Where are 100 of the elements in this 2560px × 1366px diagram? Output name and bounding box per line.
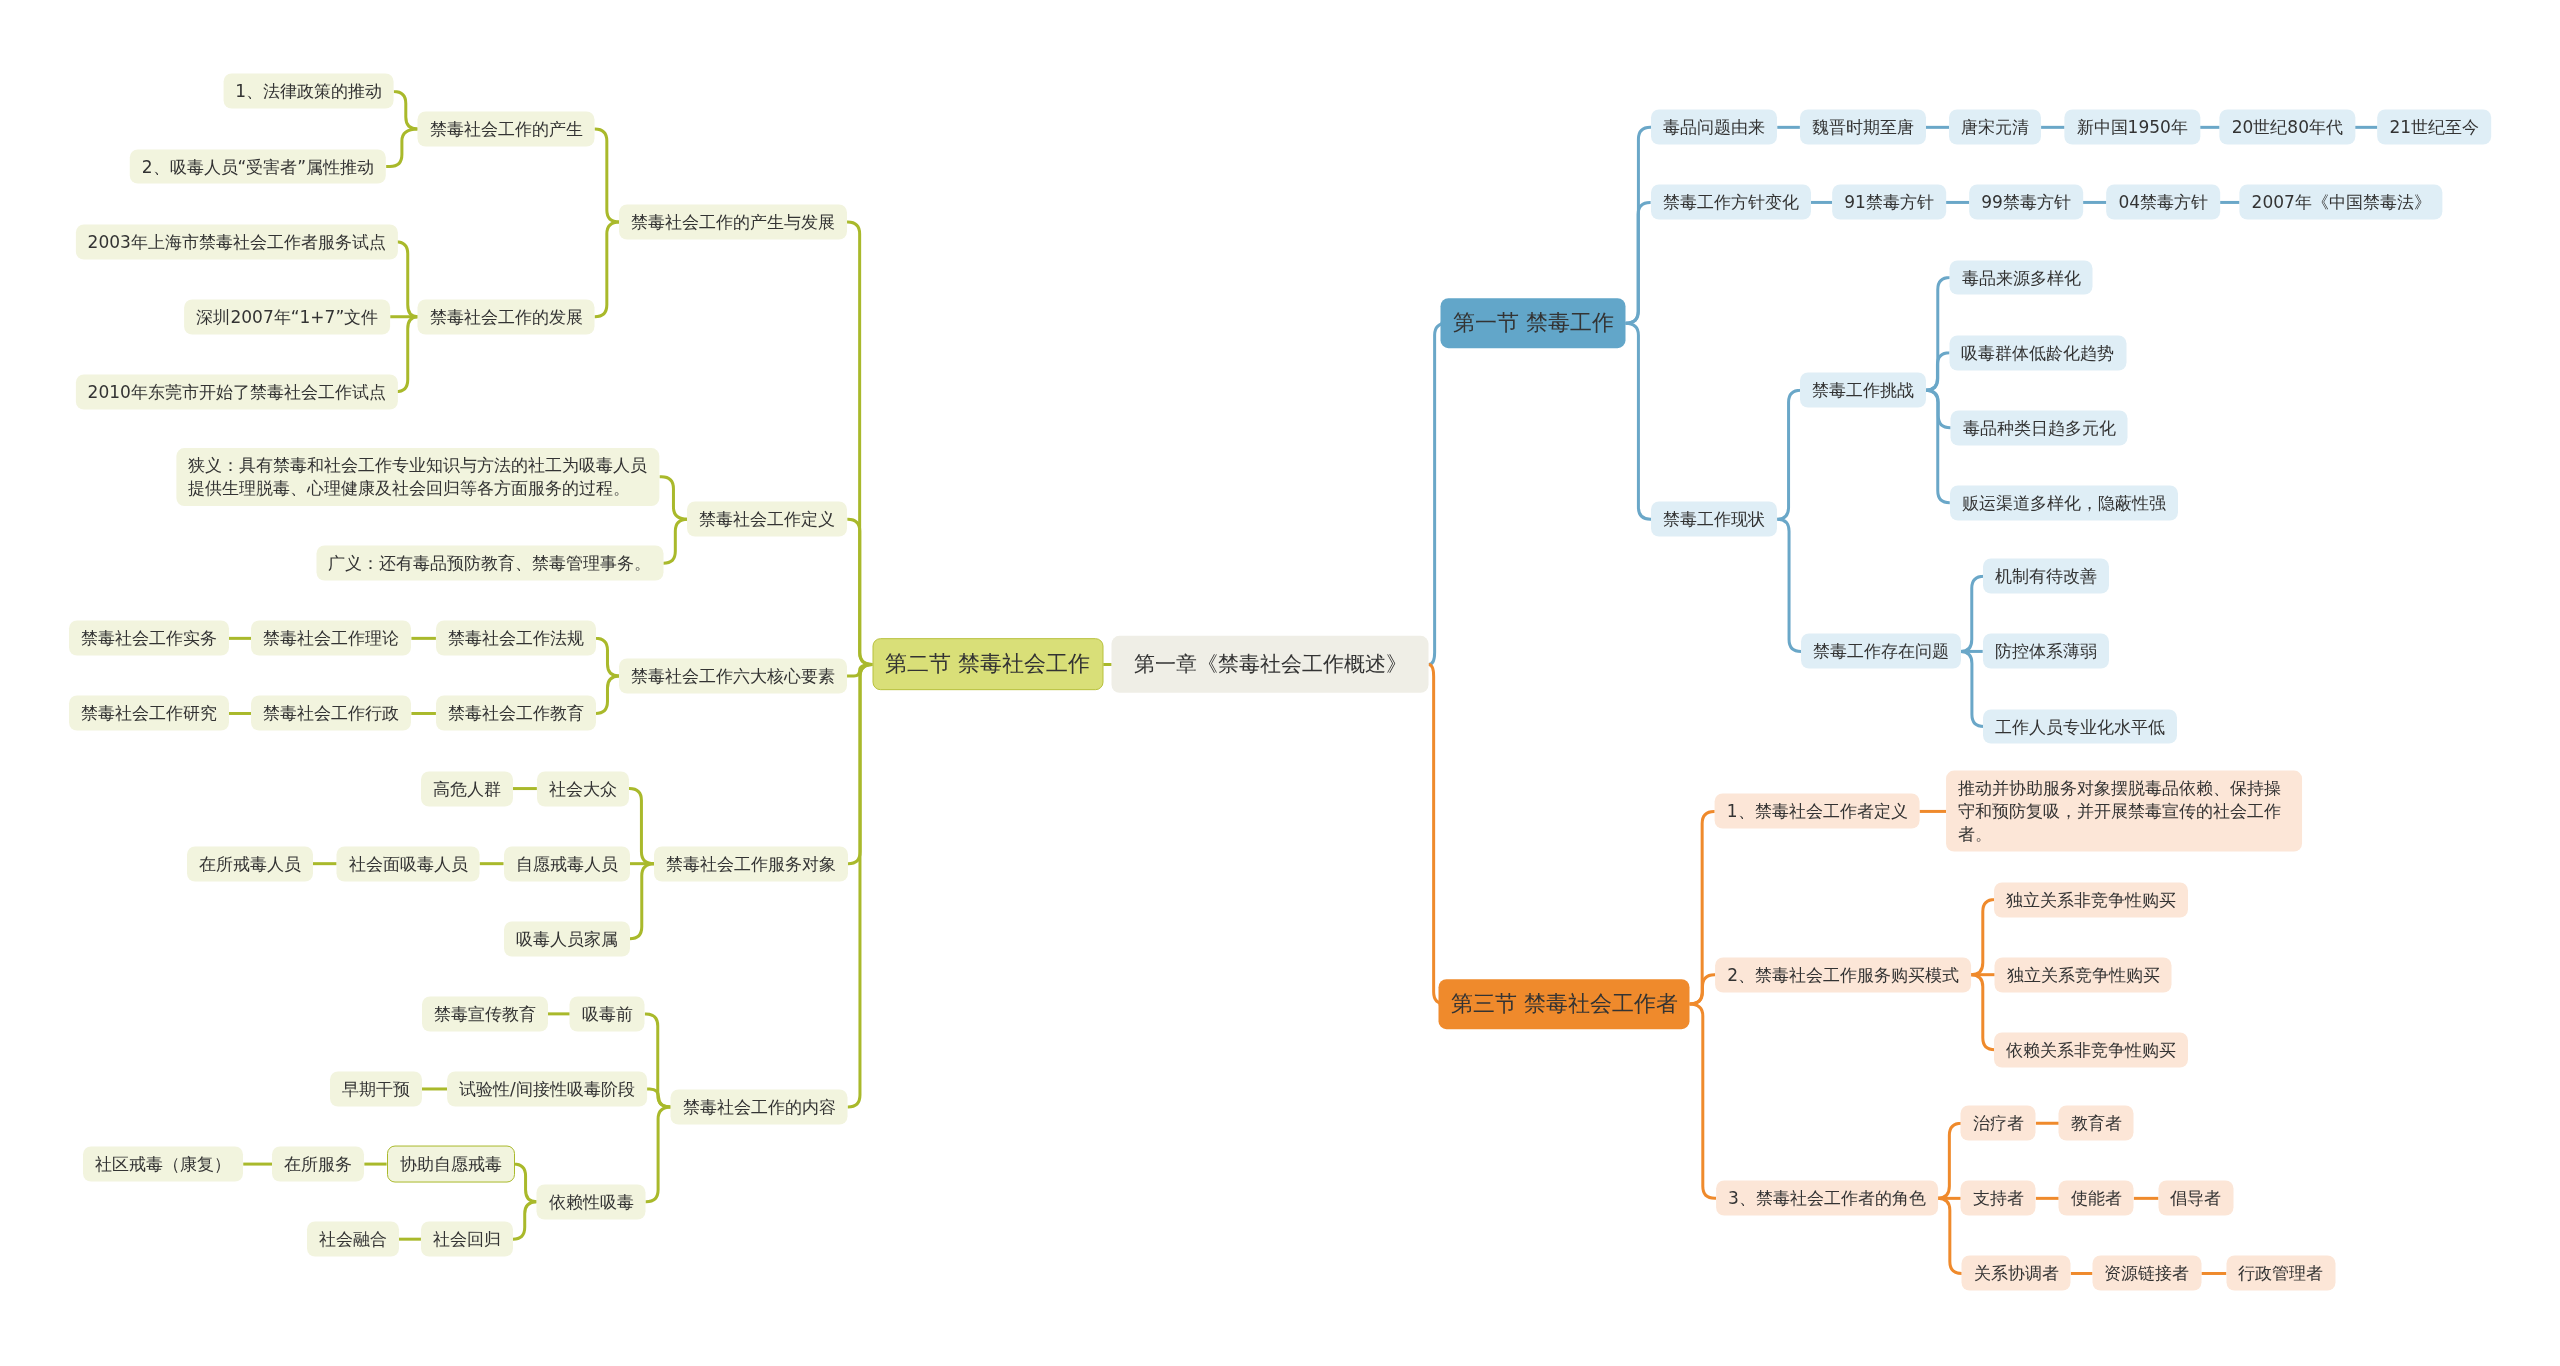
topic-box: 毒品种类日趋多元化 (1950, 410, 2128, 446)
topic-box: 防控体系薄弱 (1982, 633, 2109, 669)
topic-box: 2010年东莞市开始了禁毒社会工作试点 (75, 374, 398, 410)
topic-box: 社区戒毒（康复） (83, 1146, 244, 1182)
topic-box: 1、禁毒社会工作者定义 (1714, 793, 1920, 829)
topic-box: 禁毒宣传教育 (421, 996, 548, 1032)
topic-box: 禁毒社会工作的产生与发展 (619, 204, 848, 240)
connector-line (1625, 200, 1652, 325)
connector-line (628, 862, 655, 941)
topic-box: 行政管理者 (2226, 1256, 2336, 1291)
connector-line (2355, 125, 2378, 129)
connector-line (1625, 321, 1652, 521)
connector-line (2035, 1121, 2059, 1125)
topic-box: 禁毒社会工作服务对象 (654, 846, 848, 882)
topic-box: 协助自愿戒毒 (386, 1145, 515, 1183)
connector-line (846, 663, 873, 1109)
connector-line (593, 127, 620, 224)
topic-box: 社会大众 (536, 771, 629, 807)
topic-box: 试验性/间接性吸毒阶段 (447, 1071, 647, 1107)
topic-box: 社会回归 (420, 1221, 513, 1257)
topic-box: 自愿戒毒人员 (503, 846, 630, 882)
main-topic-box: 第三节 禁毒社会工作者 (1438, 979, 1690, 1029)
connector-line (2082, 200, 2107, 204)
connector-line (1919, 809, 1947, 813)
topic-box: 独立关系竞争性购买 (1994, 957, 2172, 993)
topic-box: 使能者 (2058, 1180, 2134, 1216)
topic-box: 吸毒人员家属 (503, 921, 630, 957)
connector-line (1945, 200, 1970, 204)
connector-line (2035, 1196, 2059, 1200)
connector-line (512, 787, 537, 791)
topic-box: 支持者 (1960, 1180, 2036, 1216)
topic-box: 20世纪80年代 (2219, 109, 2355, 145)
topic-box: 教育者 (2058, 1105, 2134, 1141)
topic-box: 禁毒社会工作的发展 (417, 299, 595, 335)
topic-box: 禁毒社会工作的产生 (417, 111, 595, 147)
connector-line (2070, 1271, 2093, 1275)
connector-line (312, 862, 337, 866)
topic-box: 资源链接者 (2092, 1256, 2202, 1291)
connector-line (644, 1105, 671, 1204)
topic-box: 倡导者 (2158, 1180, 2234, 1216)
connector-line (228, 711, 252, 715)
connector-line (2201, 1271, 2227, 1275)
topic-box: 吸毒前 (569, 996, 645, 1032)
connector-line (511, 1200, 537, 1241)
connector-line (646, 1087, 671, 1109)
connector-line (398, 1237, 421, 1241)
topic-box: 社会融合 (306, 1221, 399, 1257)
topic-box: 依赖性吸毒 (536, 1184, 646, 1220)
topic-box: 毒品问题由来 (1651, 109, 1778, 145)
topic-box: 推动并协助服务对象摆脱毒品依赖、保持操守和预防复吸，并开展禁毒宣传的社会工作者。 (1946, 771, 2303, 852)
topic-box: 21世纪至今 (2377, 109, 2492, 145)
topic-box: 依赖关系非竞争性购买 (1994, 1032, 2189, 1068)
connector-line (421, 1087, 448, 1091)
topic-box: 在所服务 (272, 1146, 365, 1182)
topic-box: 1、法律政策的推动 (223, 73, 394, 109)
topic-box: 禁毒工作存在问题 (1800, 633, 1961, 669)
connector-line (392, 89, 418, 131)
topic-box: 2003年上海市禁毒社会工作者服务试点 (75, 224, 398, 260)
main-topic-box: 第二节 禁毒社会工作 (872, 638, 1104, 691)
topic-box: 04禁毒方针 (2106, 184, 2221, 220)
topic-box: 禁毒社会工作定义 (687, 501, 848, 537)
connector-line (228, 636, 252, 640)
connector-line (411, 711, 436, 715)
connector-line (547, 1012, 570, 1016)
topic-box: 2、吸毒人员“受害者”属性推动 (129, 149, 387, 184)
connector-line (2199, 125, 2220, 129)
topic-box: 禁毒社会工作实务 (68, 620, 229, 656)
topic-box: 禁毒社会工作法规 (435, 620, 596, 656)
topic-box: 魏晋时期至唐 (1799, 109, 1926, 145)
connector-line (2220, 200, 2240, 204)
central-topic-box: 第一章《禁毒社会工作概述》 (1111, 636, 1429, 693)
connector-line (594, 674, 620, 715)
connector-line (2133, 1196, 2159, 1200)
connector-line (479, 862, 504, 866)
topic-box: 禁毒社会工作行政 (251, 696, 412, 731)
topic-box: 工作人员专业化水平低 (1983, 709, 2177, 744)
topic-box: 禁毒社会工作理论 (251, 620, 412, 656)
topic-box: 毒品来源多样化 (1949, 260, 2093, 295)
topic-box: 唐宋元清 (1949, 109, 2042, 145)
topic-box: 2、禁毒社会工作服务购买模式 (1715, 957, 1972, 993)
topic-box: 在所戒毒人员 (186, 846, 313, 882)
connector-line (386, 127, 418, 168)
connector-line (1777, 125, 1800, 129)
connector-line (390, 315, 418, 319)
topic-box: 禁毒社会工作研究 (68, 696, 229, 731)
topic-box: 3、禁毒社会工作者的角色 (1716, 1180, 1938, 1216)
topic-box: 贩运渠道多样化，隐蔽性强 (1949, 485, 2178, 521)
topic-box: 社会面吸毒人员 (336, 846, 480, 882)
topic-box: 禁毒社会工作教育 (435, 696, 596, 731)
connector-line (2041, 125, 2065, 129)
connector-line (1810, 200, 1833, 204)
connector-line (364, 1162, 387, 1166)
connector-line (594, 636, 620, 678)
topic-box: 机制有待改善 (1982, 558, 2109, 594)
topic-box: 99禁毒方针 (1969, 184, 2083, 220)
topic-box: 治疗者 (1960, 1105, 2036, 1141)
topic-box: 禁毒工作现状 (1651, 501, 1778, 537)
connector-line (1925, 351, 1951, 392)
connector-line (1925, 125, 1950, 129)
topic-box: 独立关系非竞争性购买 (1994, 882, 2189, 918)
